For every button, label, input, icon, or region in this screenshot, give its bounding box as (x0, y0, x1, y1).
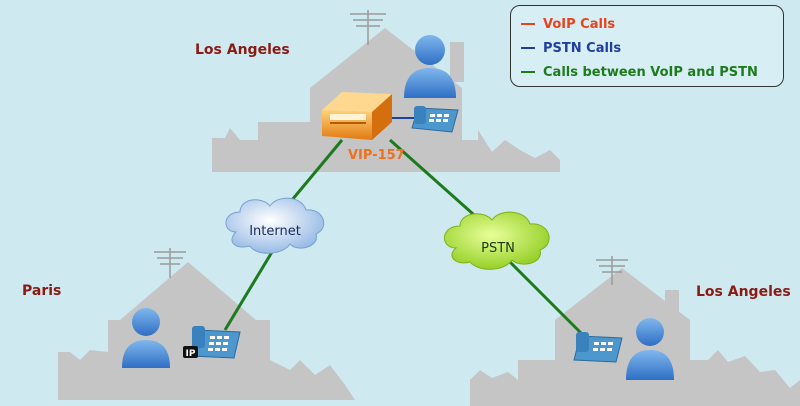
internet-cloud-icon (225, 197, 325, 254)
legend-label-voip: VoIP Calls (543, 16, 616, 32)
location-label-right: Los Angeles (696, 284, 791, 300)
pstn-label: PSTN (481, 241, 515, 256)
house-right (470, 268, 800, 406)
desk-phone-right-icon (573, 332, 623, 363)
legend-item-voip-pstn: Calls between VoIP and PSTN (521, 62, 758, 82)
legend-label-voip-pstn: Calls between VoIP and PSTN (543, 64, 758, 80)
location-label-left: Paris (22, 283, 62, 299)
internet-label: Internet (249, 224, 301, 239)
antenna-top-icon (350, 10, 386, 45)
antenna-right-icon (596, 256, 628, 285)
person-top-icon (404, 35, 456, 98)
legend: VoIP Calls PSTN Calls Calls between VoIP… (510, 5, 784, 87)
person-left-icon (122, 308, 170, 368)
ip-badge: IP (186, 349, 196, 359)
legend-item-voip: VoIP Calls (521, 14, 615, 34)
legend-swatch-voip (521, 23, 535, 25)
ip-phone-left-icon (183, 326, 241, 359)
device-label: VIP-157 (348, 148, 405, 163)
link-router-pstn (389, 138, 483, 224)
desk-phone-top-icon (411, 106, 459, 133)
pstn-cloud-icon (444, 211, 550, 270)
legend-swatch-voip-pstn (521, 71, 535, 73)
antenna-left-icon (154, 248, 186, 278)
location-label-top: Los Angeles (195, 42, 290, 58)
legend-item-pstn: PSTN Calls (521, 38, 621, 58)
legend-swatch-pstn (521, 47, 535, 49)
legend-label-pstn: PSTN Calls (543, 40, 622, 56)
person-right-icon (626, 318, 674, 380)
link-pstn-phone-right (506, 258, 590, 342)
link-internet-phone-left (223, 251, 274, 331)
router-vip157-icon (322, 92, 392, 140)
